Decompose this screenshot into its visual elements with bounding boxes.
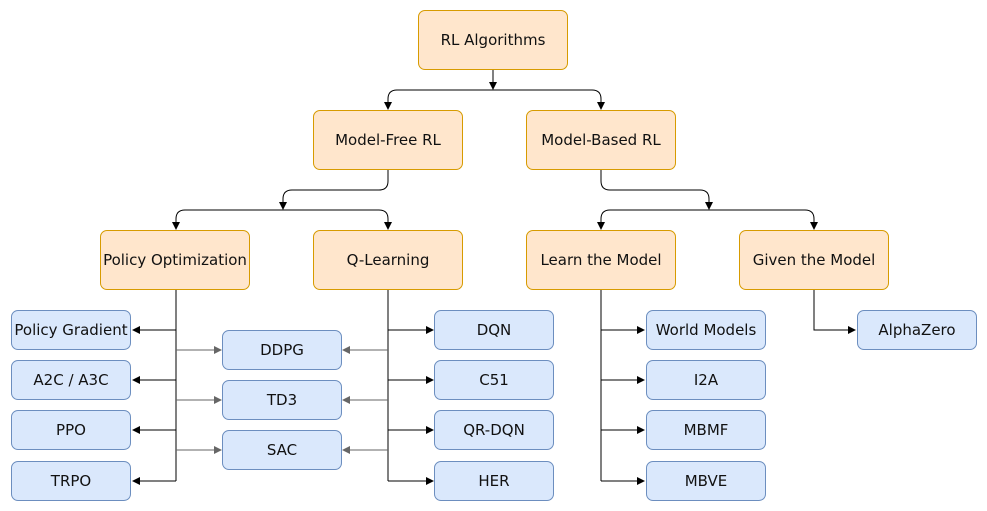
ppo-node: PPO <box>11 410 131 450</box>
q-learning-node: Q-Learning <box>313 230 463 290</box>
dqn-node: DQN <box>434 310 554 350</box>
sac-node: SAC <box>222 430 342 470</box>
mbve-node: MBVE <box>646 461 766 501</box>
qr-dqn-node: QR-DQN <box>434 410 554 450</box>
i2a-node: I2A <box>646 360 766 400</box>
alphazero-node: AlphaZero <box>857 310 977 350</box>
model-free-rl-node: Model-Free RL <box>313 110 463 170</box>
policy-gradient-node: Policy Gradient <box>11 310 131 350</box>
trpo-node: TRPO <box>11 461 131 501</box>
her-node: HER <box>434 461 554 501</box>
policy-optimization-node: Policy Optimization <box>100 230 250 290</box>
world-models-node: World Models <box>646 310 766 350</box>
learn-the-model-node: Learn the Model <box>526 230 676 290</box>
ddpg-node: DDPG <box>222 330 342 370</box>
mbmf-node: MBMF <box>646 410 766 450</box>
given-the-model-node: Given the Model <box>739 230 889 290</box>
a2c-a3c-node: A2C / A3C <box>11 360 131 400</box>
c51-node: C51 <box>434 360 554 400</box>
rl-algorithms-node: RL Algorithms <box>418 10 568 70</box>
model-based-rl-node: Model-Based RL <box>526 110 676 170</box>
td3-node: TD3 <box>222 380 342 420</box>
